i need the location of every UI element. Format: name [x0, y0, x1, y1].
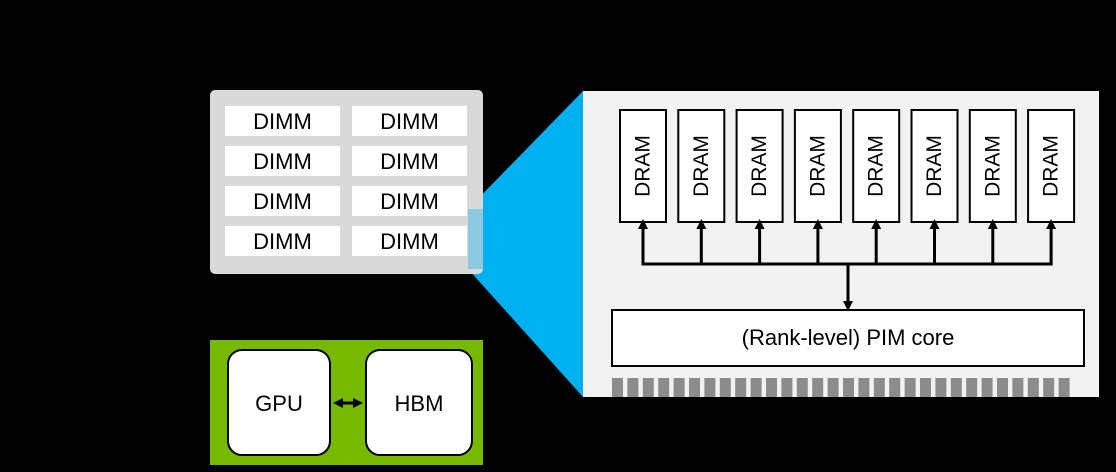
dimm-grid: DIMM DIMM DIMM DIMM DIMM DIMM DIMM DIMM	[225, 106, 467, 256]
connector-pin	[950, 378, 962, 397]
zoom-detail-panel: DRAM DRAM DRAM DRAM DRAM DRAM DRAM DRAM (Rank-l…	[583, 91, 1099, 397]
dram-label: DRAM	[632, 135, 655, 197]
connector-pin	[735, 378, 747, 397]
dram-chip-box	[677, 109, 726, 223]
connector-pin	[1027, 378, 1039, 397]
dram-chip-box	[968, 109, 1017, 223]
dimm-slot	[352, 186, 467, 216]
dram-chip: DRAM	[735, 109, 784, 223]
dimm-module: DIMM	[352, 106, 467, 136]
dimm-slot	[225, 106, 340, 136]
dimm-module: DIMM	[352, 186, 467, 216]
dram-chip: DRAM	[793, 109, 842, 223]
dram-label: DRAM	[923, 135, 946, 197]
connector-pins	[612, 378, 1070, 397]
dimm-slot	[225, 186, 340, 216]
connector-pin	[1043, 378, 1055, 397]
dram-bus	[638, 219, 1057, 311]
dram-chip: DRAM	[1027, 109, 1076, 223]
connector-pin	[642, 378, 654, 397]
dram-chip-box	[619, 109, 667, 223]
dimm-slot	[225, 226, 340, 256]
gpu-board: GPU HBM	[210, 340, 483, 465]
hbm-label: HBM	[395, 391, 444, 416]
connector-pin	[1012, 378, 1024, 397]
connector-pin	[873, 378, 885, 397]
pim-core-label: (Rank-level) PIM core	[742, 325, 955, 350]
connector-pin	[781, 378, 793, 397]
dram-chip-box	[910, 109, 959, 223]
dram-label: DRAM	[865, 135, 888, 197]
dram-chip-box	[852, 109, 901, 223]
dimm-slot	[225, 146, 340, 176]
connector-pin	[920, 378, 931, 397]
pim-core-box	[611, 309, 1085, 367]
connector-pin	[904, 378, 916, 397]
dram-chip: DRAM	[619, 109, 667, 223]
dram-chip-box	[1027, 109, 1076, 223]
dram-chip: DRAM	[852, 109, 901, 223]
connector-pin	[827, 378, 839, 397]
dimm-label: DIMM	[253, 109, 312, 134]
connector-pin	[719, 378, 731, 397]
connector-pin	[935, 378, 947, 397]
dimm-label: DIMM	[380, 189, 439, 214]
dram-label: DRAM	[981, 135, 1004, 197]
zoom-beam	[468, 91, 583, 397]
connector-pin	[981, 378, 993, 397]
dimm-label: DIMM	[380, 149, 439, 174]
dimm-label: DIMM	[253, 229, 312, 254]
connector-pin	[689, 378, 700, 397]
dram-label: DRAM	[806, 135, 829, 197]
dimm-panel: DIMM DIMM DIMM DIMM DIMM DIMM DIMM DIMM	[210, 90, 483, 274]
dram-label: DRAM	[690, 135, 713, 197]
connector-pin	[812, 378, 824, 397]
dram-chip-box	[735, 109, 784, 223]
connector-pin	[704, 378, 716, 397]
dram-label: DRAM	[748, 135, 771, 197]
dimm-module: DIMM	[225, 146, 340, 176]
dimm-module: DIMM	[352, 146, 467, 176]
dimm-module: DIMM	[225, 186, 340, 216]
connector-pin	[966, 378, 978, 397]
connector-pin	[612, 378, 623, 397]
dram-chip: DRAM	[677, 109, 726, 223]
connector-pin	[750, 378, 762, 397]
hbm-box	[365, 349, 473, 456]
connector-pin	[889, 378, 901, 397]
connector-pin	[627, 378, 639, 397]
dimm-slot	[352, 146, 467, 176]
connector-pin	[766, 378, 777, 397]
dimm-module: DIMM	[225, 226, 340, 256]
dimm-module: DIMM	[225, 106, 340, 136]
connector-pin	[796, 378, 808, 397]
dimm-label: DIMM	[253, 149, 312, 174]
dram-chips: DRAM DRAM DRAM DRAM DRAM DRAM DRAM DRAM	[619, 109, 1076, 223]
gpu-box	[227, 349, 331, 456]
gpu-label: GPU	[255, 391, 303, 416]
dram-chip-box	[793, 109, 842, 223]
connector-pin	[1058, 378, 1070, 397]
connector-pin	[858, 378, 870, 397]
dimm-slot	[352, 106, 467, 136]
dram-label: DRAM	[1040, 135, 1063, 197]
dimm-module: DIMM	[352, 226, 467, 256]
dimm-label: DIMM	[380, 109, 439, 134]
connector-pin	[843, 378, 854, 397]
connector-pin	[997, 378, 1008, 397]
dram-chip: DRAM	[968, 109, 1017, 223]
dimm-label: DIMM	[253, 189, 312, 214]
dimm-label: DIMM	[380, 229, 439, 254]
zoom-source-highlight	[468, 209, 483, 269]
dimm-slot	[352, 226, 467, 256]
connector-pin	[658, 378, 670, 397]
connector-pin	[673, 378, 685, 397]
dram-chip: DRAM	[910, 109, 959, 223]
